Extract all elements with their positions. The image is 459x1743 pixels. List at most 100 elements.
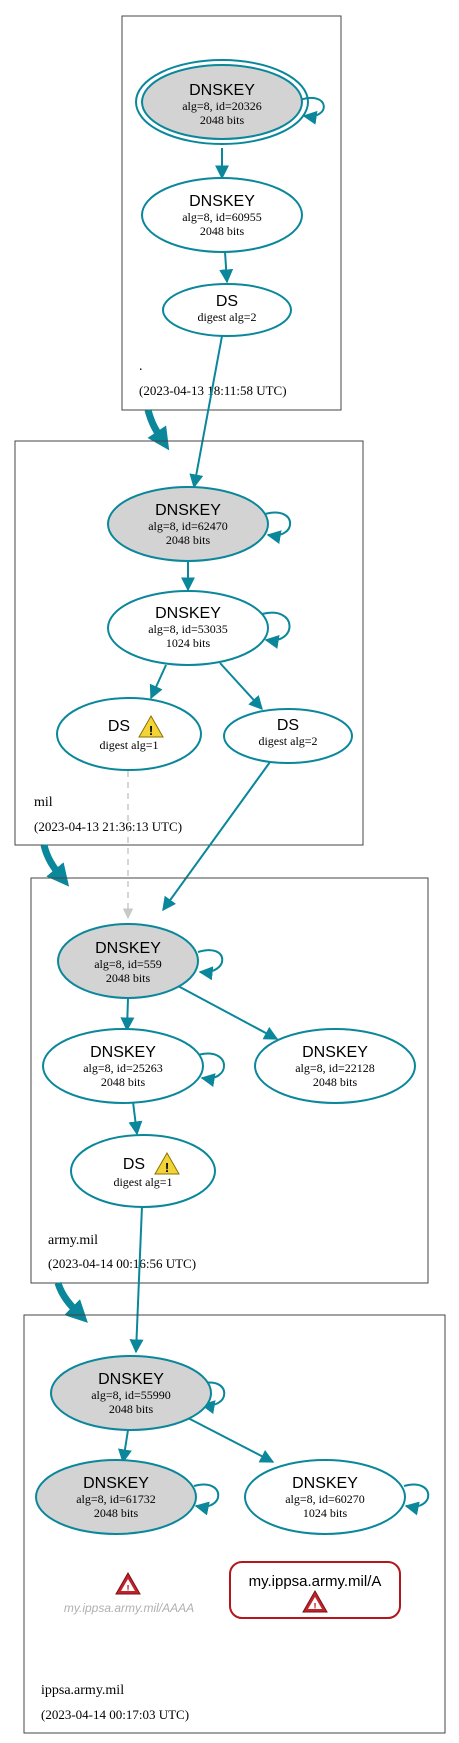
dnskey-node[interactable]: DNSKEY alg=8, id=60270 1024 bits: [244, 1459, 406, 1535]
zone-root-box: [121, 15, 342, 411]
svg-text:!: !: [313, 1602, 316, 1613]
self-sign-edge: [193, 1483, 220, 1516]
zone-delegation-arrow: [40, 844, 70, 887]
svg-text:!: !: [126, 1584, 129, 1595]
self-sign-edge: [261, 611, 291, 649]
zone-ippsa-name: ippsa.army.mil: [41, 1683, 124, 1698]
node-title: DNSKEY: [189, 193, 255, 210]
node-detail: digest alg=1: [113, 1175, 172, 1189]
node-title: DS: [123, 1156, 145, 1173]
node-detail: alg=8, id=25263: [83, 1061, 163, 1075]
self-sign-edge: [197, 949, 224, 981]
node-title: DS: [277, 717, 299, 734]
node-detail: alg=8, id=559: [94, 957, 162, 971]
sign-edge: [219, 662, 263, 711]
zone-mil-timestamp: (2023-04-13 21:36:13 UTC): [34, 819, 182, 834]
dnskey-node[interactable]: DNSKEY alg=8, id=60955 2048 bits: [141, 177, 303, 253]
node-detail: alg=8, id=53035: [148, 622, 228, 636]
node-detail: 2048 bits: [166, 533, 211, 547]
rrset-label: my.ippsa.army.mil/A: [249, 1573, 382, 1590]
sign-edge: [149, 664, 167, 700]
svg-text:!: !: [149, 723, 153, 738]
node-title: DNSKEY: [292, 1475, 358, 1492]
node-detail: digest alg=2: [197, 310, 256, 324]
dnskey-node[interactable]: DNSKEY alg=8, id=25263 2048 bits: [42, 1028, 204, 1104]
dnskey-node[interactable]: DNSKEY alg=8, id=53035 1024 bits: [107, 590, 269, 666]
zone-army-mil-name: army.mil: [48, 1233, 98, 1248]
zone-army-mil: army.mil (2023-04-14 00:16:56 UTC): [30, 877, 429, 1284]
node-detail: alg=8, id=60270: [285, 1492, 365, 1506]
rrset-a[interactable]: my.ippsa.army.mil/A !: [229, 1561, 401, 1619]
node-title: DNSKEY: [155, 605, 221, 622]
node-title: DNSKEY: [189, 82, 255, 99]
error-icon: !: [302, 1589, 328, 1613]
zone-army-mil-box: [30, 877, 429, 1284]
warning-icon: !: [154, 1151, 180, 1175]
node-detail: 2048 bits: [106, 971, 151, 985]
dnskey-node[interactable]: DNSKEY alg=8, id=61732 2048 bits: [35, 1459, 197, 1535]
node-detail: 2048 bits: [101, 1075, 146, 1089]
sign-edge: [177, 985, 279, 1040]
zone-ippsa-box: [23, 1314, 446, 1734]
dnskey-node[interactable]: DNSKEY alg=8, id=20326 2048 bits: [135, 59, 309, 145]
node-detail: 2048 bits: [94, 1506, 139, 1520]
sign-edge: [219, 251, 234, 284]
sign-edge: [187, 1417, 275, 1463]
node-title: DNSKEY: [302, 1044, 368, 1061]
zone-ippsa-timestamp: (2023-04-14 00:17:03 UTC): [41, 1707, 189, 1722]
node-detail: 2048 bits: [200, 113, 245, 127]
node-detail: alg=8, id=22128: [295, 1061, 375, 1075]
dnskey-node[interactable]: DNSKEY alg=8, id=55990 2048 bits: [50, 1355, 212, 1431]
sign-edge: [120, 997, 135, 1032]
self-sign-edge: [299, 97, 325, 125]
node-detail: 2048 bits: [313, 1075, 358, 1089]
zone-mil-name: mil: [34, 795, 53, 810]
sign-edge: [128, 1101, 143, 1136]
zone-army-mil-timestamp: (2023-04-14 00:16:56 UTC): [48, 1256, 196, 1271]
ds-node[interactable]: DS ! digest alg=1: [70, 1134, 216, 1208]
node-detail: alg=8, id=20326: [182, 99, 262, 113]
dnskey-node[interactable]: DNSKEY alg=8, id=22128 2048 bits: [254, 1028, 416, 1104]
rrset-aaaa[interactable]: ! my.ippsa.army.mil/AAAA: [64, 1571, 194, 1615]
dnskey-node[interactable]: DNSKEY alg=8, id=62470 2048 bits: [107, 486, 269, 562]
zone-mil: mil (2023-04-13 21:36:13 UTC): [14, 440, 364, 846]
node-title: DNSKEY: [90, 1044, 156, 1061]
node-title: DNSKEY: [95, 940, 161, 957]
node-detail: alg=8, id=62470: [148, 519, 228, 533]
node-title: DS: [108, 718, 130, 735]
zone-delegation-arrow: [144, 409, 170, 451]
sign-edge: [118, 1429, 132, 1464]
zone-ippsa-army-mil: ippsa.army.mil (2023-04-14 00:17:03 UTC): [23, 1314, 446, 1734]
delegation-edge: [129, 1205, 144, 1354]
node-title: DNSKEY: [83, 1475, 149, 1492]
delegation-edge: [189, 335, 223, 489]
self-sign-edge: [403, 1483, 430, 1516]
zone-mil-box: [14, 440, 364, 846]
node-title: DNSKEY: [98, 1371, 164, 1388]
ds-node[interactable]: DS digest alg=2: [223, 708, 353, 764]
node-detail: 1024 bits: [166, 636, 211, 650]
node-detail: alg=8, id=60955: [182, 210, 262, 224]
ds-node[interactable]: DS ! digest alg=1: [56, 697, 202, 771]
dnskey-node[interactable]: DNSKEY alg=8, id=559 2048 bits: [57, 923, 199, 999]
node-title: DS: [216, 293, 238, 310]
error-icon: !: [115, 1571, 141, 1595]
node-detail: alg=8, id=61732: [76, 1492, 156, 1506]
zone-root-name: .: [139, 359, 143, 374]
svg-text:!: !: [165, 1160, 169, 1175]
zone-delegation-arrow: [54, 1281, 88, 1323]
node-detail: alg=8, id=55990: [91, 1388, 171, 1402]
node-detail: digest alg=2: [258, 734, 317, 748]
node-detail: 2048 bits: [200, 224, 245, 238]
node-detail: digest alg=1: [99, 738, 158, 752]
delegation-edge: [162, 761, 271, 912]
self-sign-edge: [197, 1052, 225, 1087]
node-title: DNSKEY: [155, 502, 221, 519]
rrset-label: my.ippsa.army.mil/AAAA: [64, 1601, 194, 1615]
ds-node[interactable]: DS digest alg=2: [162, 283, 292, 337]
node-detail: 2048 bits: [109, 1402, 154, 1416]
warning-icon: !: [138, 714, 164, 738]
node-detail: 1024 bits: [303, 1506, 348, 1520]
self-sign-edge: [264, 511, 292, 544]
